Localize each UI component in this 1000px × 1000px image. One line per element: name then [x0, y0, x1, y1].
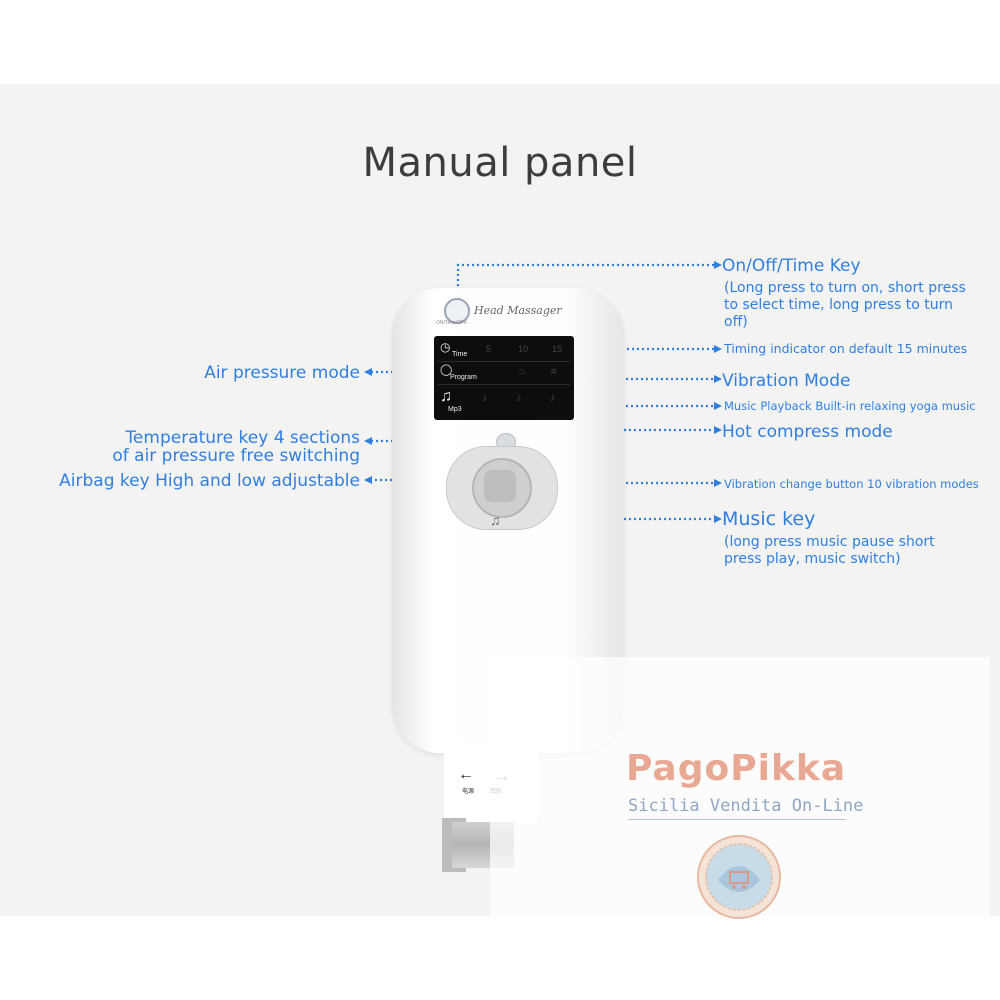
screen-program-label: Program: [450, 374, 477, 381]
label-music-playback: Music Playback Built-in relaxing yoga mu…: [724, 399, 976, 413]
music-key-icon[interactable]: ♫: [490, 512, 501, 528]
arrow-timing: [714, 345, 722, 353]
label-airbag: Airbag key High and low adjustable: [59, 471, 360, 491]
arrow-on-off: [714, 261, 722, 269]
brand-name: Head Massager: [474, 304, 562, 317]
label-vibration-mode: Vibration Mode: [722, 371, 851, 391]
screen-mp3-label: Mp3: [448, 406, 462, 413]
screen-time-label: Time: [452, 351, 468, 358]
watermark-tagline: Sicilia Vendita On-Line: [628, 796, 864, 816]
note-icon-3: ♪: [550, 392, 556, 404]
label-vibration-change: Vibration change button 10 vibration mod…: [724, 477, 979, 491]
label-hot-compress: Hot compress mode: [722, 422, 893, 442]
arrow-vibration: [714, 375, 722, 383]
watermark-divider: [628, 819, 846, 820]
desc-on-off-line-2: to select time, long press to turn: [724, 297, 953, 313]
watermark-name: PagoPikka: [626, 748, 847, 789]
brand-sub: ON/Time/OFF: [436, 320, 468, 326]
desc-on-off-line-3: off): [724, 314, 748, 330]
center-button-face: [484, 470, 516, 502]
screen-divider-1: [438, 361, 570, 362]
screen-time-10: 10: [518, 344, 529, 354]
desc-on-off-line-1: (Long press to turn on, short press: [724, 280, 966, 296]
connector-left-label: 电源: [462, 789, 475, 795]
arrow-air-pressure: [364, 368, 372, 376]
lcd-screen: ◷ Time 5 10 15 ◯ Program ♨ ≋ ♫ Mp3 ♪ ♪ ♪: [434, 336, 574, 420]
arrow-left-icon: ←: [458, 766, 474, 783]
note-icon-2: ♪: [516, 392, 522, 404]
music-note-icon: ♫: [440, 388, 452, 405]
arrow-vibration-change: [714, 479, 722, 487]
clock-icon: ◷: [440, 340, 451, 354]
desc-on-off-time: (Long press to turn on, short press to s…: [724, 280, 966, 331]
wave-icon: ≋: [550, 366, 558, 376]
desc-music-key: (long press music pause short press play…: [724, 534, 935, 568]
leader-on-off: [456, 263, 718, 296]
page-title: Manual panel: [362, 140, 638, 186]
watermark-seal-icon: [697, 835, 781, 919]
desc-music-line-1: (long press music pause short: [724, 534, 935, 550]
heat-icon: ♨: [518, 366, 527, 376]
label-music-key: Music key: [722, 508, 816, 530]
label-temperature-1: Temperature key 4 sections: [125, 428, 360, 448]
arrow-music-playback: [714, 402, 722, 410]
program-icon: ◯: [440, 364, 453, 376]
note-icon-1: ♪: [482, 392, 488, 404]
label-air-pressure: Air pressure mode: [204, 363, 360, 383]
screen-time-5: 5: [486, 344, 492, 354]
arrow-music-key: [714, 515, 722, 523]
arrow-temperature: [364, 437, 372, 445]
label-timing-indicator: Timing indicator on default 15 minutes: [724, 341, 968, 356]
power-button[interactable]: [444, 298, 470, 324]
watermark-overlay: [490, 657, 990, 990]
label-temperature-2: of air pressure free switching: [112, 446, 360, 466]
label-on-off-time: On/Off/Time Key: [722, 256, 861, 276]
desc-music-line-2: press play, music switch): [724, 551, 901, 567]
center-button[interactable]: [472, 458, 532, 518]
screen-time-15: 15: [552, 344, 563, 354]
arrow-airbag: [364, 476, 372, 484]
arrow-hot-compress: [714, 426, 722, 434]
screen-divider-2: [438, 384, 570, 385]
